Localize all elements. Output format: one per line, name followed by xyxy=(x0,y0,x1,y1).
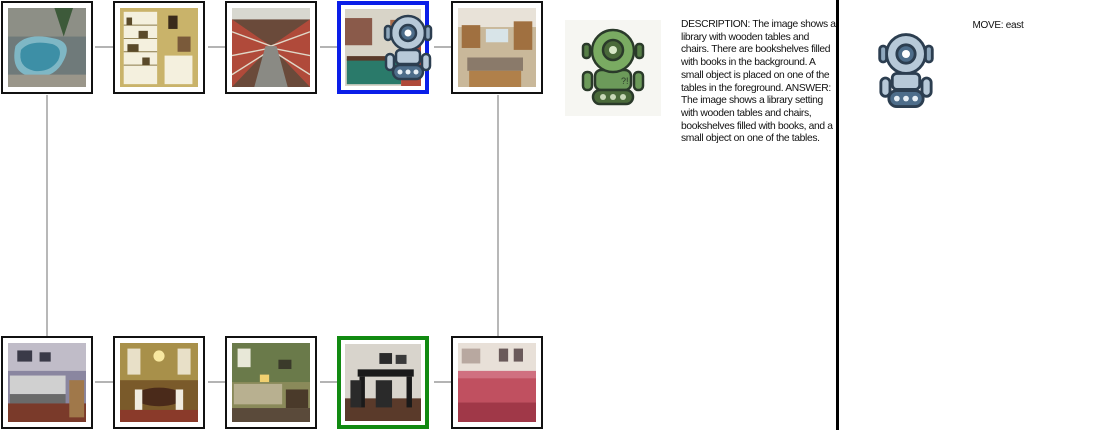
robot-green-icon: ?! xyxy=(581,28,645,106)
tile-warehouse xyxy=(225,1,317,94)
robot-icon xyxy=(383,14,433,81)
svg-text:?!: ?! xyxy=(621,76,629,86)
map-grid xyxy=(1,1,543,429)
tile-office xyxy=(337,336,429,429)
panel-divider xyxy=(836,0,839,430)
robot-icon-large xyxy=(878,33,934,108)
move-label: MOVE: east xyxy=(972,20,1024,31)
connector-lines xyxy=(46,46,499,383)
tile-living xyxy=(225,336,317,429)
tile-pool xyxy=(1,1,93,94)
robot-green-panel: ?! xyxy=(565,20,661,116)
description-text: DESCRIPTION: The image shows a library w… xyxy=(681,19,836,145)
tile-dining xyxy=(113,336,205,429)
tile-studio xyxy=(1,336,93,429)
tile-bedroom xyxy=(451,336,543,429)
tile-kitchen xyxy=(451,1,543,94)
tile-shelves xyxy=(113,1,205,94)
